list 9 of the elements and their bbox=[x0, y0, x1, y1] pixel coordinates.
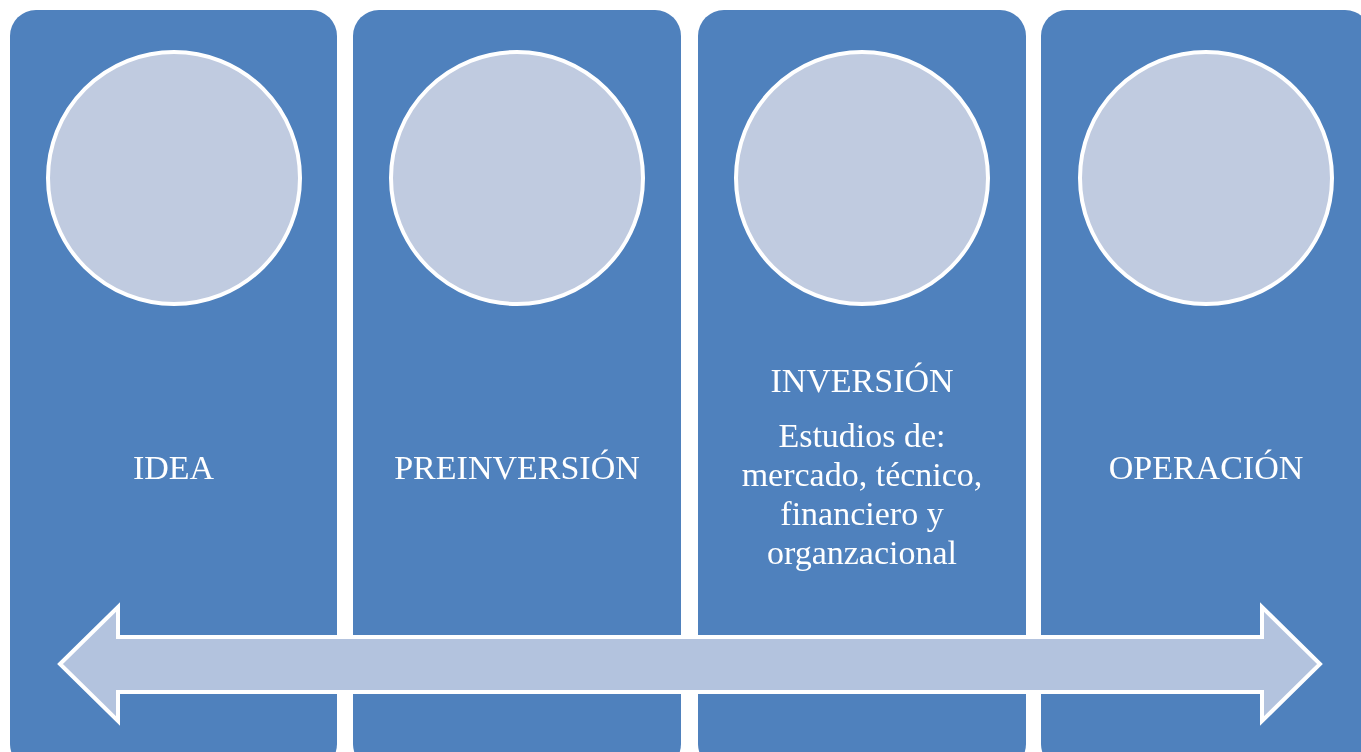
stage-title: IDEA bbox=[132, 448, 215, 487]
stage-title: PREINVERSIÓN bbox=[394, 448, 640, 487]
stage-column bbox=[1041, 10, 1361, 752]
stage-description: Estudios de: mercado, técnico, financiero y organzacional bbox=[740, 416, 984, 572]
stage-column bbox=[353, 10, 681, 752]
stage-column bbox=[10, 10, 337, 752]
stage-title: INVERSIÓN bbox=[770, 361, 954, 400]
stage-column bbox=[698, 10, 1026, 752]
stage-title: OPERACIÓN bbox=[1108, 448, 1304, 487]
